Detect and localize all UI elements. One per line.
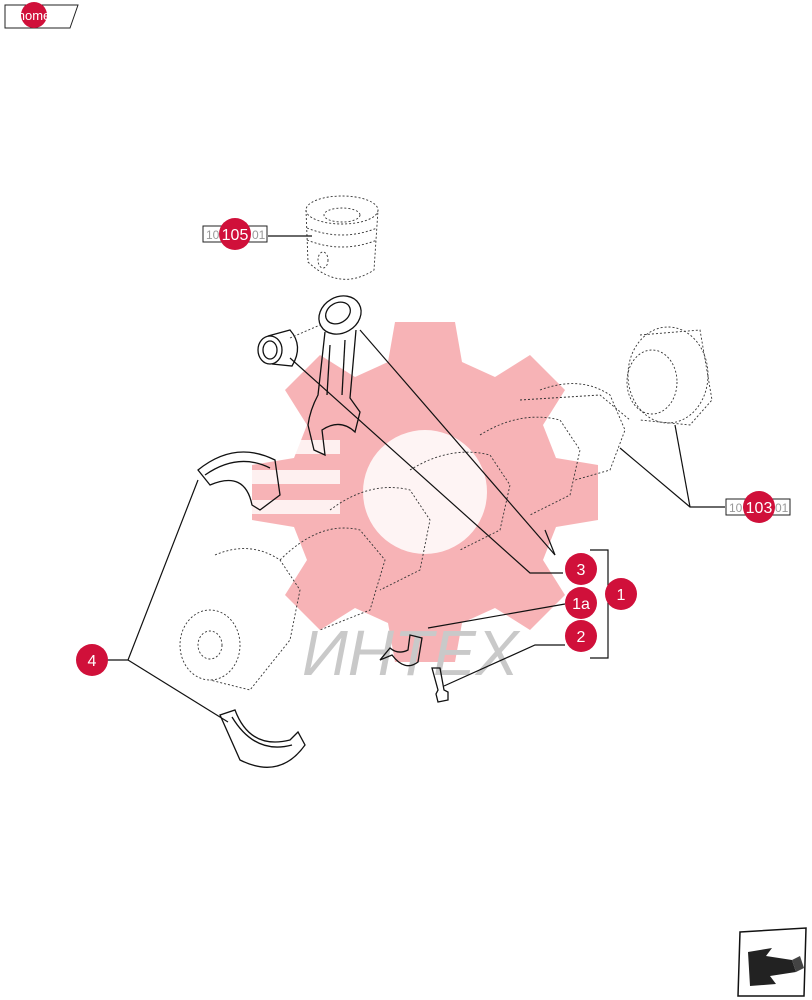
main-bearing-shell-upper <box>197 451 281 511</box>
leader-lines <box>104 235 725 723</box>
callout-1[interactable]: 1 <box>605 578 637 610</box>
callout-4[interactable]: 4 <box>76 644 108 676</box>
callout-1-label: 1 <box>617 587 626 604</box>
reference-103-label: 103 <box>746 500 773 517</box>
callout-3-label: 3 <box>577 562 586 579</box>
watermark-text: ИНТЕХ <box>302 617 521 689</box>
main-bearing-shell-lower <box>219 709 306 768</box>
piston <box>305 195 379 280</box>
reference-105-label: 105 <box>222 227 249 244</box>
reference-105-suffix: 01 <box>252 228 266 242</box>
reference-103-suffix: 01 <box>775 501 789 515</box>
connecting-rod-bolt <box>431 667 449 703</box>
callout-1a-label: 1a <box>572 596 590 613</box>
callout-2-label: 2 <box>577 629 586 646</box>
back-arrow-icon[interactable] <box>737 927 807 997</box>
callout-4-label: 4 <box>88 653 97 670</box>
crankshaft-gear <box>626 326 713 426</box>
reference-103[interactable]: 10 01 103 <box>725 491 791 523</box>
connecting-rod-bearing-shell <box>379 634 423 667</box>
reference-105-prefix: 10 <box>206 228 220 242</box>
watermark-logo: ИНТЕХ <box>250 322 598 689</box>
crankshaft <box>179 383 631 691</box>
connecting-rod <box>307 295 362 457</box>
callout-1a[interactable]: 1a <box>565 587 597 619</box>
home-button[interactable]: home <box>4 2 79 29</box>
home-button-label: home <box>18 8 51 23</box>
reference-103-prefix: 10 <box>729 501 743 515</box>
callout-2[interactable]: 2 <box>565 620 597 652</box>
callout-3[interactable]: 3 <box>565 553 597 585</box>
piston-pin-bushing <box>257 324 321 367</box>
reference-105[interactable]: 10 01 105 <box>202 218 268 250</box>
